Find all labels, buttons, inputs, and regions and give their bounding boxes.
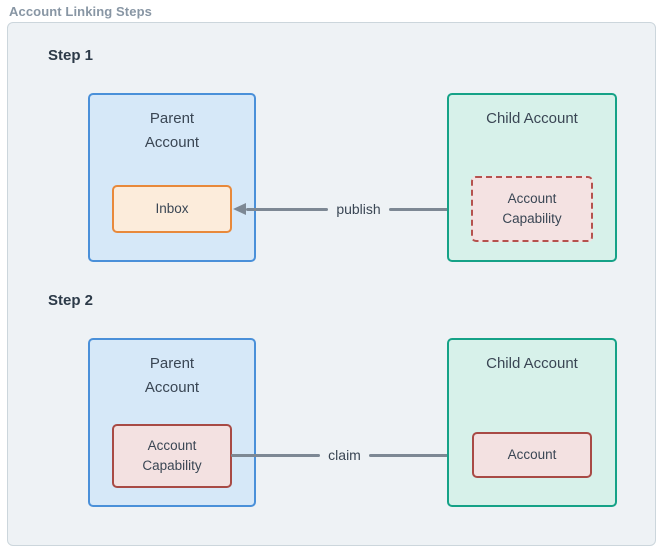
step-1-parent-account-title: Parent Account <box>144 110 200 151</box>
step-2-account-capability-node: Account Capability <box>112 424 232 488</box>
step-2-account-capability-label: Account Capability <box>142 438 202 473</box>
claim-arrow-label: claim <box>328 447 361 463</box>
publish-arrow: publish <box>233 197 471 221</box>
diagram-title: Account Linking Steps <box>9 4 152 19</box>
step-1-parent-account-node: Parent Account Inbox <box>88 93 256 262</box>
claim-arrow: claim <box>231 443 472 467</box>
arrow-line <box>231 453 321 457</box>
step-1-inbox-label: Inbox <box>155 201 189 216</box>
step-1-account-capability-label: Account Capability <box>502 191 562 226</box>
step-1-child-account-title: Child Account <box>486 110 578 127</box>
step-2-heading: Step 2 <box>48 292 94 309</box>
step-2-parent-account-node: Parent Account Account Capability <box>88 338 256 507</box>
step-1-child-account-node: Child Account Account Capability <box>447 93 617 262</box>
diagram-canvas: Step 1 Parent Account Inbox publish Chil… <box>7 22 656 546</box>
arrowhead-left-icon <box>233 203 246 215</box>
step-2-child-account-node: Child Account Account <box>447 338 617 507</box>
arrow-line <box>246 207 329 211</box>
step-2-account-node: Account <box>472 432 592 478</box>
step-2-parent-account-title: Parent Account <box>144 355 200 396</box>
publish-arrow-label: publish <box>336 201 381 217</box>
step-1-account-capability-node: Account Capability <box>471 176 593 242</box>
arrow-line <box>368 453 459 457</box>
arrow-line <box>388 207 471 211</box>
step-2-account-label: Account <box>507 447 557 462</box>
step-1-heading: Step 1 <box>48 47 94 64</box>
step-1-inbox-node: Inbox <box>112 185 232 233</box>
step-2-child-account-title: Child Account <box>486 355 578 372</box>
